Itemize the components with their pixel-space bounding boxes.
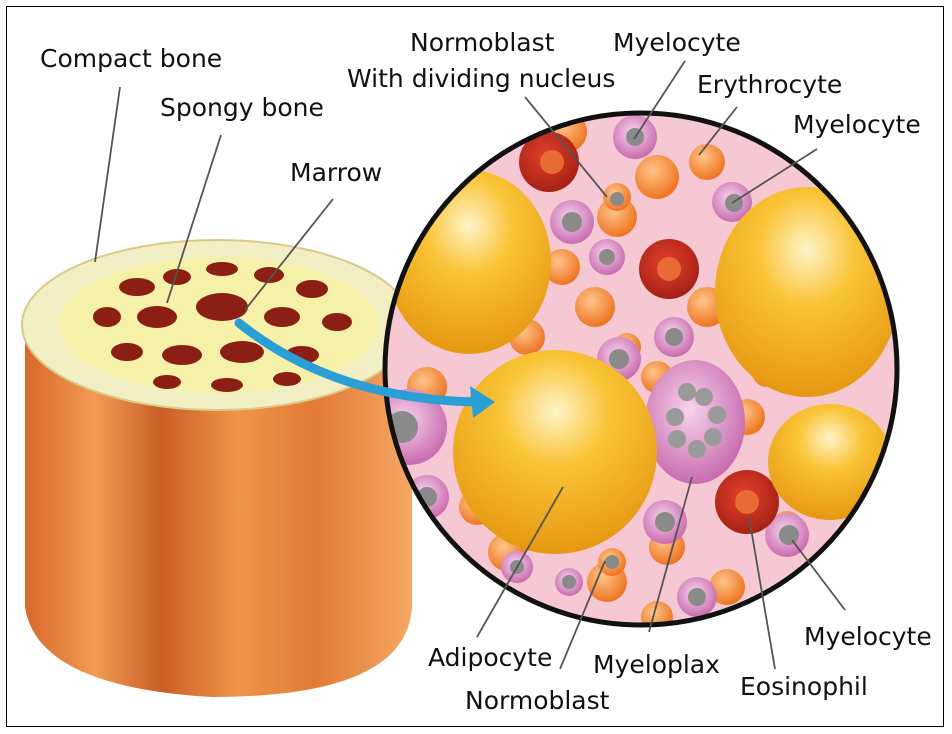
- label-erythrocyte: Erythrocyte: [697, 72, 842, 97]
- adipocyte-lower-right: [768, 404, 892, 520]
- label-marrow: Marrow: [290, 160, 382, 185]
- label-myelocyte-bottom: Myelocyte: [804, 624, 932, 649]
- adipocyte-right: [715, 187, 899, 397]
- label-compact-bone: Compact bone: [40, 46, 222, 71]
- label-normoblast: Normoblast: [465, 688, 609, 713]
- label-normoblast-dividing-2: With dividing nucleus: [347, 66, 615, 91]
- label-normoblast-dividing-1: Normoblast: [410, 30, 554, 55]
- myeloplax-cell: [645, 360, 745, 484]
- label-eosinophil: Eosinophil: [740, 674, 868, 699]
- adipocyte-upper-left: [387, 170, 551, 354]
- label-spongy-bone: Spongy bone: [160, 95, 324, 120]
- adipocyte-center: [453, 350, 657, 554]
- label-adipocyte: Adipocyte: [428, 645, 552, 670]
- label-myelocyte-top: Myelocyte: [613, 30, 741, 55]
- label-myelocyte-right: Myelocyte: [793, 112, 921, 137]
- label-myeloplax: Myeloplax: [593, 652, 720, 677]
